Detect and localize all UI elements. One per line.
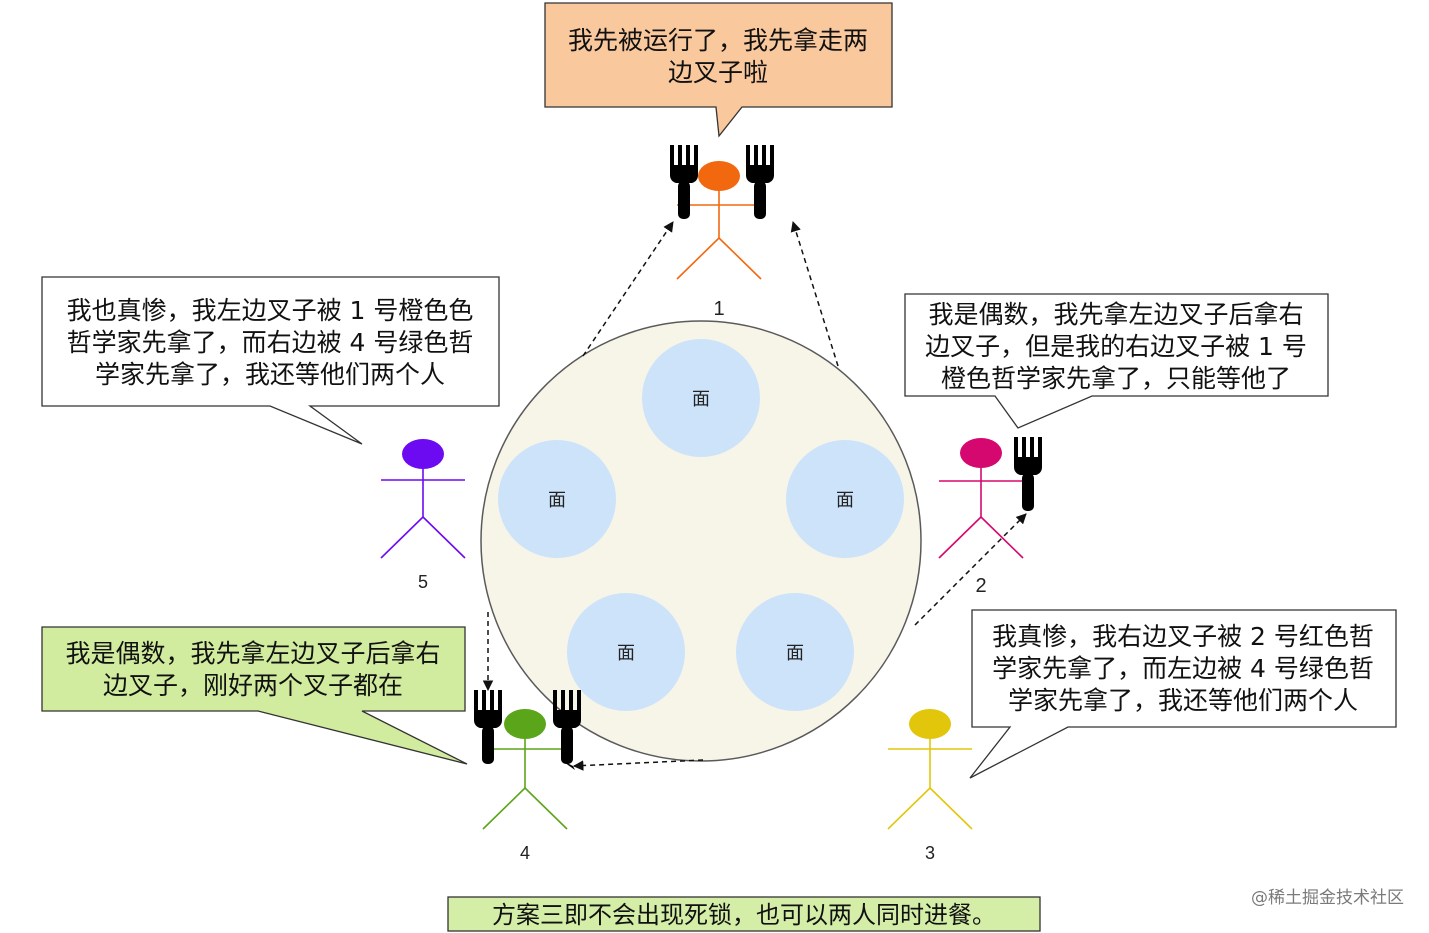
- bowl-right-label: 面: [836, 490, 854, 511]
- speech-bubble-p2-line-2: 边叉子，但是我的右边叉子被 1 号: [925, 332, 1307, 361]
- philosopher-1-number: 1: [713, 298, 724, 320]
- philosopher-2-number: 2: [975, 575, 986, 597]
- speech-bubble-p3-line-1: 我真惨，我右边叉子被 2 号红色哲: [992, 622, 1374, 651]
- fork-icon: [553, 690, 581, 770]
- philosopher-3-right-leg: [929, 787, 973, 830]
- speech-bubble-p1-line-1: 我先被运行了，我先拿走两: [568, 26, 868, 55]
- speech-bubble-p3-line-3: 学家先拿了，我还等他们两个人: [1008, 686, 1358, 715]
- speech-bubble-p3-line-2: 学家先拿了，而左边被 4 号绿色哲: [992, 654, 1374, 683]
- philosopher-5-right-leg: [422, 516, 466, 559]
- philosopher-3-left-leg: [887, 787, 931, 830]
- philosopher-5-head: [402, 439, 444, 469]
- philosopher-2-left-leg: [938, 516, 982, 559]
- philosopher-5-left-leg: [380, 516, 424, 559]
- bottom-note-text: 方案三即不会出现死锁，也可以两人同时进餐。: [492, 901, 996, 929]
- speech-bubble-p1: [544, 2, 893, 138]
- philosopher-3-head: [909, 709, 951, 739]
- philosopher-1-right-leg: [718, 237, 762, 280]
- speech-bubble-p5-line-1: 我也真惨，我左边叉子被 1 号橙色色: [67, 296, 474, 325]
- philosopher-1-head: [698, 161, 740, 191]
- bowl-top-plate: [642, 339, 760, 457]
- bowl-bottom-left: 面: [567, 593, 685, 711]
- watermark: @稀土掘金技术社区: [1251, 888, 1404, 908]
- arrow-fork-to-p1-right: [790, 220, 839, 367]
- philosopher-2-right-leg: [980, 516, 1024, 559]
- bowl-bottom-right-label: 面: [786, 643, 804, 664]
- fork-icon: [670, 145, 698, 219]
- philosopher-5-number: 5: [418, 572, 428, 592]
- bowl-top: 面: [642, 339, 760, 457]
- philosopher-1-left-leg: [676, 237, 720, 280]
- philosopher-2-head: [960, 438, 1002, 468]
- philosopher-2: 2: [938, 438, 1024, 597]
- speech-bubble-p5-line-3: 学家先拿了，我还等他们两个人: [95, 360, 445, 389]
- bowl-right-plate: [786, 440, 904, 558]
- speech-bubble-p5-line-2: 哲学家先拿了，而右边被 4 号绿色哲: [67, 328, 474, 357]
- bowl-left: 面: [498, 440, 616, 558]
- speech-bubble-p4-line-1: 我是偶数，我先拿左边叉子后拿右: [65, 639, 440, 668]
- bowl-right: 面: [786, 440, 904, 558]
- speech-bubble-p4-line-2: 边叉子，刚好两个叉子都在: [103, 671, 403, 700]
- fork-icon: [474, 690, 502, 764]
- fork-icon: [1014, 437, 1042, 511]
- philosopher-3: 3: [887, 709, 973, 863]
- philosopher-4-right-leg: [524, 787, 568, 830]
- philosopher-5: 5: [380, 439, 466, 592]
- speech-bubble-p2-line-3: 橙色哲学家先拿了，只能等他了: [941, 364, 1291, 393]
- speech-bubble-p2-line-1: 我是偶数，我先拿左边叉子后拿右: [928, 300, 1303, 329]
- bowl-bottom-left-label: 面: [617, 643, 635, 664]
- bowl-bottom-right: 面: [736, 593, 854, 711]
- bowl-bottom-left-plate: [567, 593, 685, 711]
- speech-bubble-p2: [904, 293, 1329, 429]
- speech-bubble-p4: [41, 626, 468, 765]
- bowl-left-label: 面: [548, 490, 566, 511]
- philosopher-4: 4: [482, 709, 568, 863]
- philosopher-4-head: [504, 709, 546, 739]
- speech-bubble-p1-line-2: 边叉子啦: [668, 58, 768, 87]
- bowl-bottom-right-plate: [736, 593, 854, 711]
- bottom-note-box: [447, 896, 1041, 932]
- arrow-fork-to-p2: [914, 513, 1027, 626]
- arrow-fork-to-p4-right: [572, 759, 704, 771]
- speech-bubble-p3: [969, 609, 1397, 779]
- bowl-left-plate: [498, 440, 616, 558]
- speech-bubble-p5: [41, 276, 500, 445]
- philosopher-3-number: 3: [925, 843, 935, 863]
- bowl-top-label: 面: [692, 389, 710, 410]
- philosopher-1: 1: [676, 161, 762, 320]
- philosopher-4-number: 4: [520, 843, 530, 863]
- fork-icon: [746, 145, 774, 219]
- philosopher-4-left-leg: [482, 787, 526, 830]
